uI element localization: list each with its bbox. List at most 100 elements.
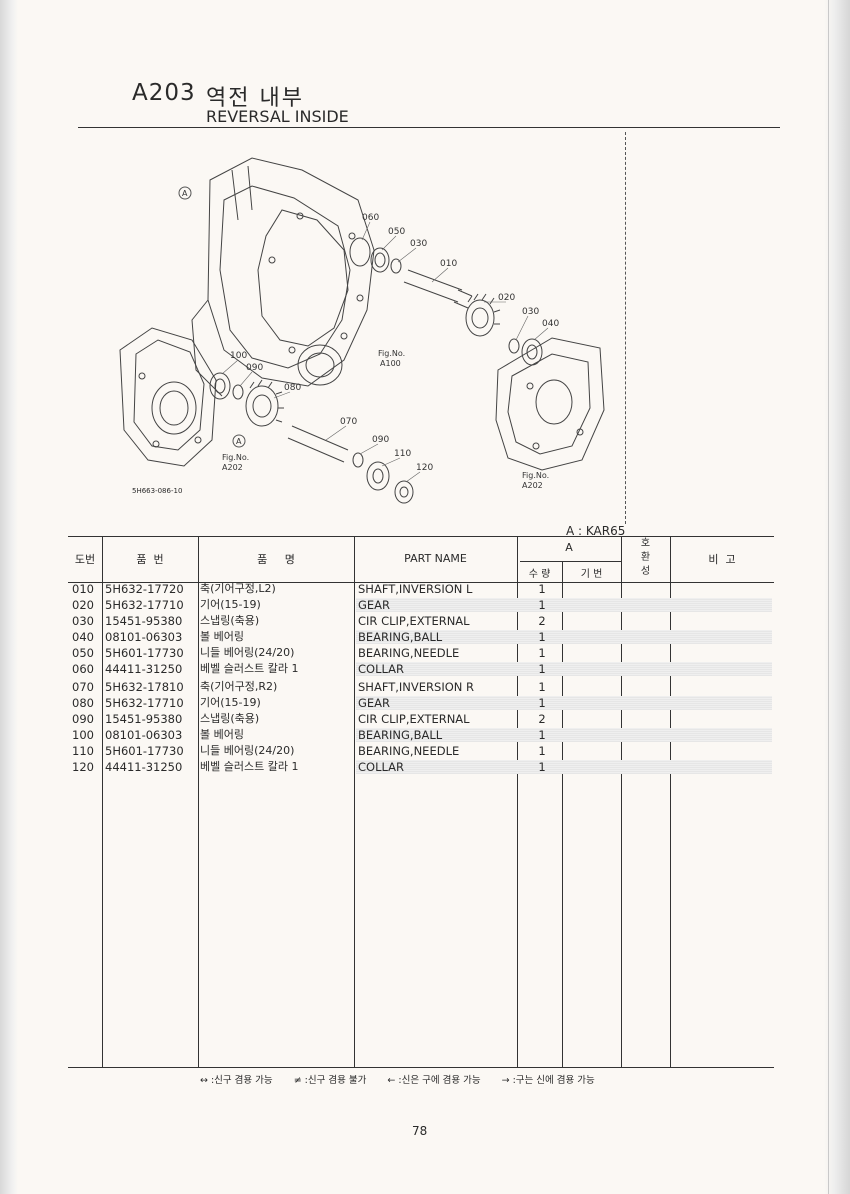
- row-part-name: BEARING,NEEDLE: [358, 646, 460, 660]
- row-part-name: BEARING,NEEDLE: [358, 744, 460, 758]
- row-no: 100: [72, 728, 94, 742]
- col-rule-7: [670, 536, 671, 1067]
- row-no: 030: [72, 614, 94, 628]
- row-part-no: 5H632-17810: [105, 680, 184, 694]
- mark-a-bottom: A: [236, 437, 242, 446]
- row-part-no: 5H632-17710: [105, 696, 184, 710]
- header-compat-3: 성: [640, 566, 651, 577]
- title-rule: [78, 127, 780, 128]
- callout-050: 050: [388, 227, 405, 237]
- fig-ref-number-1: A100: [380, 359, 401, 368]
- row-name-ko: 볼 베어링: [200, 630, 244, 643]
- exploded-parts-diagram: 060 050 030 010 020 030 040 100 090 080 …: [119, 157, 605, 504]
- fig-ref-label-1: Fig.No.: [378, 349, 405, 358]
- row-part-name: SHAFT,INVERSION L: [358, 582, 473, 596]
- table-row: 060 44411-31250 베벨 슬러스트 칼라 1 COLLAR 1: [68, 661, 774, 677]
- callout-020: 020: [498, 293, 515, 303]
- row-no: 120: [72, 760, 94, 774]
- lower-shaft-assembly: [209, 372, 414, 504]
- header-no: 도번: [74, 553, 96, 566]
- upper-shaft-assembly: [349, 237, 543, 366]
- row-name-ko: 기어(15-19): [200, 598, 261, 611]
- row-qty: 1: [538, 598, 546, 612]
- section-title-english: REVERSAL INSIDE: [206, 107, 349, 126]
- callout-120: 120: [416, 463, 433, 473]
- row-part-no: 44411-31250: [105, 662, 183, 676]
- row-part-name: SHAFT,INVERSION R: [358, 680, 475, 694]
- legend-new-to-old: ← :신은 구에 겸용 가능: [387, 1075, 481, 1086]
- header-part-name: PART NAME: [404, 552, 467, 565]
- row-part-name: CIR CLIP,EXTERNAL: [358, 712, 470, 726]
- callout-010: 010: [440, 259, 457, 269]
- callout-070: 070: [340, 417, 357, 427]
- header-remarks: 비 고: [708, 553, 736, 566]
- dashed-divider: [625, 132, 626, 524]
- row-part-no: 15451-95380: [105, 614, 183, 628]
- table-row: 120 44411-31250 베벨 슬러스트 칼라 1 COLLAR 1: [68, 759, 774, 775]
- table-row: 030 15451-95380 스냅링(축용) CIR CLIP,EXTERNA…: [68, 613, 774, 629]
- callout-090: 090: [246, 363, 263, 373]
- callout-110: 110: [394, 449, 411, 459]
- fig-ref-label-3: Fig.No.: [522, 471, 549, 480]
- row-part-no: 44411-31250: [105, 760, 183, 774]
- row-name-ko: 축(기어구정,R2): [200, 680, 278, 693]
- callout-030: 030: [410, 239, 427, 249]
- row-part-name: BEARING,BALL: [358, 728, 443, 742]
- table-row: 070 5H632-17810 축(기어구정,R2) SHAFT,INVERSI…: [68, 679, 774, 695]
- row-qty: 1: [538, 728, 546, 742]
- callout-030b: 030: [522, 307, 539, 317]
- left-housing-drawing: [119, 327, 217, 467]
- header-bottom-rule: [68, 582, 774, 583]
- table-row: 050 5H601-17730 니들 베어링(24/20) BEARING,NE…: [68, 645, 774, 661]
- row-part-name: GEAR: [358, 598, 391, 612]
- row-qty: 1: [538, 630, 546, 644]
- row-no: 010: [72, 582, 94, 596]
- row-no: 020: [72, 598, 94, 612]
- mark-a-top-circle: [178, 186, 192, 200]
- table-row: 040 08101-06303 볼 베어링 BEARING,BALL 1: [68, 629, 774, 645]
- variant-note: A : KAR65: [566, 524, 626, 538]
- page-number: 78: [412, 1124, 428, 1138]
- row-qty: 1: [538, 696, 546, 710]
- header-name-ko: 품 명: [257, 553, 295, 566]
- page-edge-line: [828, 0, 829, 1194]
- fig-ref-number-3: A202: [522, 481, 543, 490]
- col-rule-2: [198, 536, 199, 1067]
- section-code: A203: [132, 80, 196, 106]
- row-part-name: GEAR: [358, 696, 391, 710]
- row-name-ko: 볼 베어링: [200, 728, 244, 741]
- row-name-ko: 니들 베어링(24/20): [200, 646, 295, 659]
- row-part-name: CIR CLIP,EXTERNAL: [358, 614, 470, 628]
- row-part-no: 08101-06303: [105, 728, 183, 742]
- right-housing-drawing: [495, 337, 605, 471]
- row-qty: 1: [538, 662, 546, 676]
- row-name-ko: 니들 베어링(24/20): [200, 744, 295, 757]
- mark-a-bottom-circle: [232, 434, 246, 448]
- row-name-ko: 기어(15-19): [200, 696, 261, 709]
- row-qty: 2: [538, 712, 546, 726]
- row-name-ko: 축(기어구정,L2): [200, 582, 276, 595]
- page-edge-left: [0, 0, 18, 1194]
- row-no: 080: [72, 696, 94, 710]
- header-qty: 수 량: [528, 569, 551, 580]
- row-name-ko: 스냅링(축용): [200, 614, 260, 627]
- callout-100: 100: [230, 351, 247, 361]
- header-base-no: 기 번: [580, 569, 603, 580]
- legend-old-to-new: → :구는 신에 겸용 가능: [501, 1075, 595, 1086]
- row-qty: 1: [538, 646, 546, 660]
- fig-ref-label-2: Fig.No.: [222, 453, 249, 462]
- callout-leaders: [221, 221, 549, 483]
- row-part-no: 08101-06303: [105, 630, 183, 644]
- drawing-code: 5H663-086-10: [132, 487, 183, 495]
- table-top-rule: [68, 536, 774, 537]
- fig-ref-number-2: A202: [222, 463, 243, 472]
- col-rule-3: [354, 536, 355, 1067]
- row-no: 070: [72, 680, 94, 694]
- callout-060: 060: [362, 213, 379, 223]
- mark-a-top: A: [182, 189, 188, 198]
- row-part-no: 5H601-17730: [105, 646, 184, 660]
- row-qty: 2: [538, 614, 546, 628]
- variant-sub-rule: [520, 561, 621, 562]
- table-row: 080 5H632-17710 기어(15-19) GEAR 1: [68, 695, 774, 711]
- table-row: 110 5H601-17730 니들 베어링(24/20) BEARING,NE…: [68, 743, 774, 759]
